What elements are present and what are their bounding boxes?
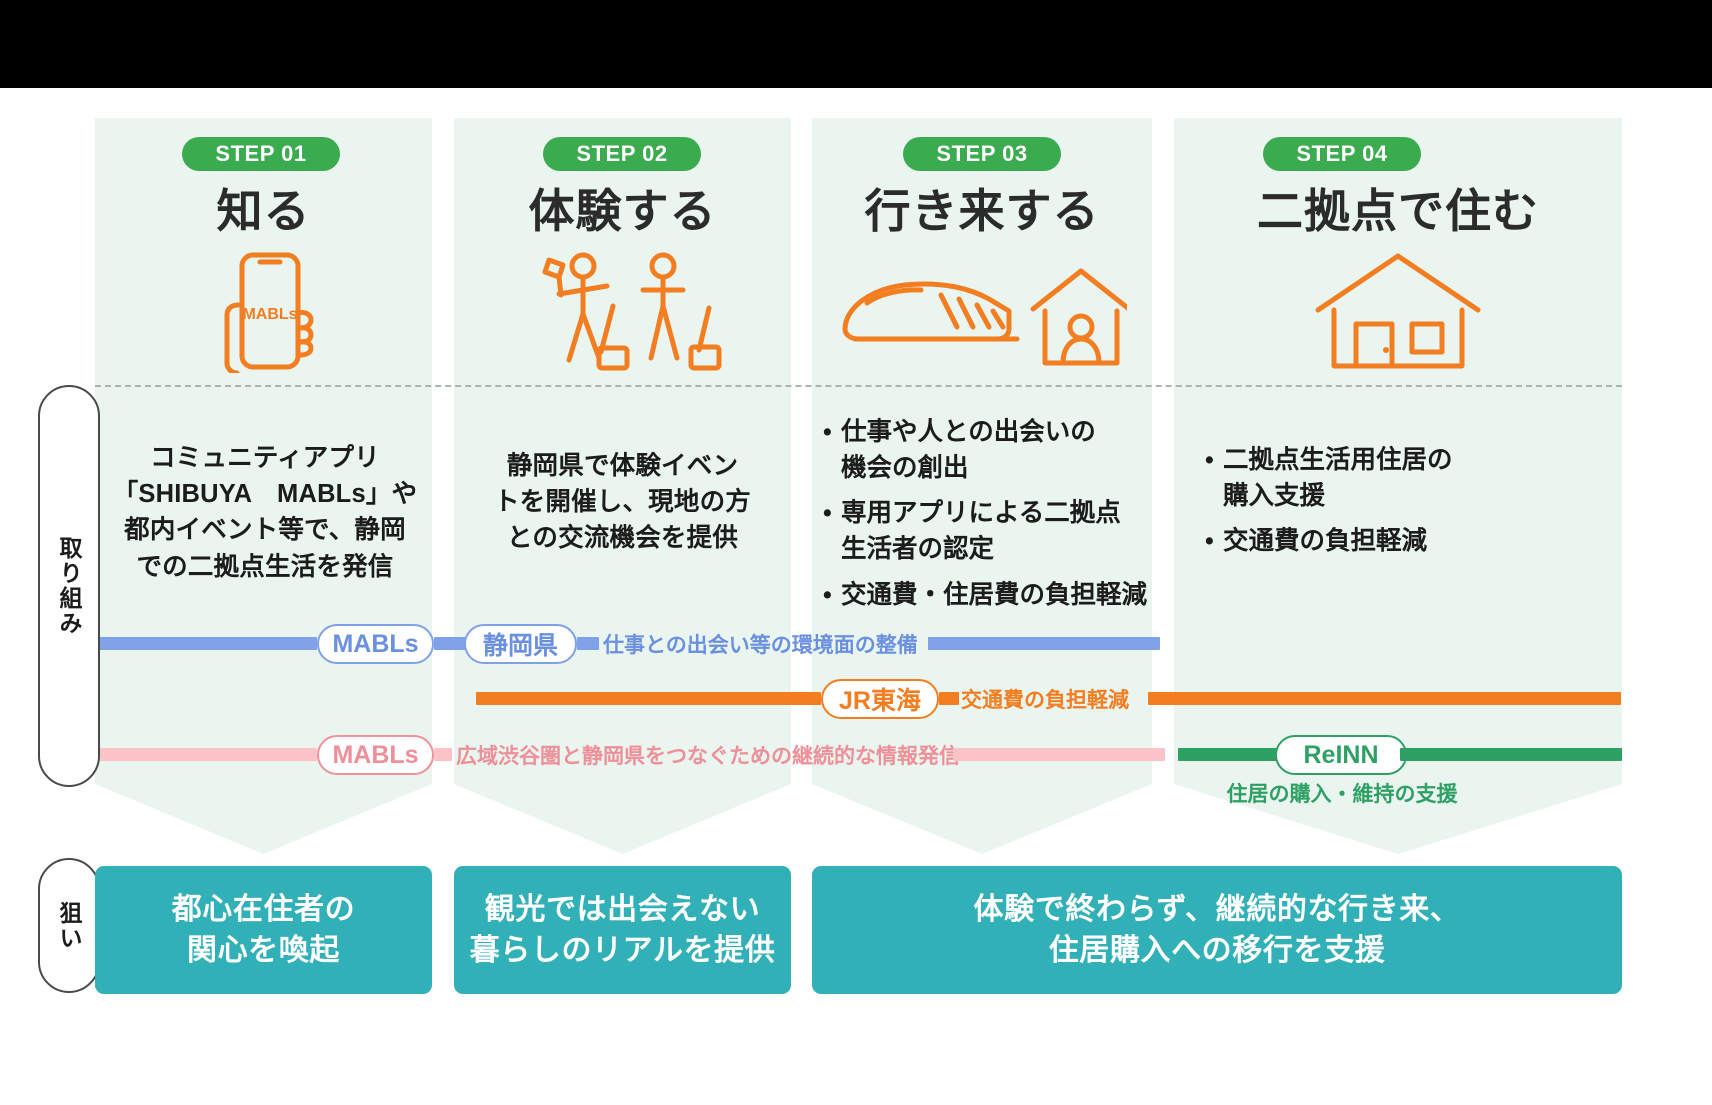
pink-chip-mabls: MABLs: [317, 735, 434, 775]
pink-bar-right: [953, 748, 1165, 761]
illustration-3: [812, 248, 1152, 373]
step-title-4: 二拠点で住む: [1257, 185, 1539, 237]
body-line: との交流機会を提供: [506, 524, 739, 553]
body-line: 静岡県で体験イベン: [506, 452, 739, 480]
body-line: コミュニティアプリ: [150, 444, 380, 472]
body-line: 都内イベント等で、静岡: [124, 516, 406, 545]
smartphone-in-hand-icon: MABLs: [224, 252, 313, 373]
house-icon: [1315, 253, 1481, 368]
goal-line: 体験で終わらず、継続的な行き来、: [973, 892, 1461, 926]
goal-line: 住居購入への移行を支援: [1048, 934, 1386, 967]
bullet-item: 交通費の負担軽減: [1205, 524, 1535, 560]
orange-bar-joint: [939, 692, 959, 705]
goal-box-3: 体験で終わらず、継続的な行き来、 住居購入への移行を支援: [812, 866, 1622, 994]
step-body-2: 静岡県で体験イベン トを開催し、現地の方 との交流機会を提供: [470, 448, 775, 557]
body-line: での二拠点生活を発信: [136, 552, 394, 581]
phone-screen-label: MABLs: [242, 306, 297, 323]
blue-chip-mabls: MABLs: [317, 624, 434, 664]
illustration-2: [454, 248, 791, 373]
blue-bar-label: 仕事との出会い等の環境面の整備: [603, 634, 918, 657]
shinkansen-and-house-icon: [842, 268, 1127, 365]
goal-line: 観光では出会えない: [484, 892, 761, 926]
step-column-1: [95, 118, 432, 784]
blue-chip-shizuoka: 静岡県: [464, 624, 577, 664]
step-title-2: 体験する: [528, 185, 717, 237]
pink-bar-left: [95, 748, 317, 761]
orange-bar-left: [476, 692, 821, 705]
blue-bar-left: [95, 637, 317, 650]
step-badge-3: STEP 03: [903, 137, 1061, 171]
blue-bar-right: [928, 637, 1160, 650]
goal-line: 関心を喚起: [186, 934, 340, 967]
step-badge-4: STEP 04: [1263, 137, 1421, 171]
goal-line: 暮らしのリアルを提供: [469, 934, 776, 967]
blue-bar-gap: [434, 637, 466, 650]
goal-line: 都心在住者の: [171, 892, 356, 926]
body-line: 「SHIBUYA MABLs」や: [112, 480, 418, 509]
side-label-aim: 狙い: [38, 858, 100, 993]
orange-bar-label: 交通費の負担軽減: [961, 689, 1129, 712]
step-title-1: 知る: [216, 185, 311, 237]
step-body-1: コミュニティアプリ 「SHIBUYA MABLs」や 都内イベント等で、静岡 で…: [110, 440, 420, 585]
illustration-1: MABLs: [95, 248, 432, 373]
side-label-initiatives: 取り組み: [38, 385, 100, 787]
step-badge-1: STEP 01: [182, 137, 340, 171]
step-column-2: [454, 118, 791, 784]
bullet-item: 交通費・住居費の負担軽減: [823, 578, 1153, 614]
blue-bar-joint: [577, 637, 599, 650]
two-travelers-with-luggage-icon: [542, 252, 721, 370]
goal-box-2: 観光では出会えない 暮らしのリアルを提供: [454, 866, 791, 994]
goal-box-1: 都心在住者の 関心を喚起: [95, 866, 432, 994]
step-badge-2: STEP 02: [543, 137, 701, 171]
orange-bar-right: [1148, 692, 1621, 705]
green-bar-label: 住居の購入・維持の支援: [1226, 783, 1458, 806]
green-bar-right: [1400, 748, 1622, 761]
section-divider: [95, 385, 1622, 387]
body-line: トを開催し、現地の方: [493, 488, 751, 517]
illustration-4: [1174, 248, 1622, 373]
step-title-3: 行き来する: [864, 185, 1100, 237]
side-label-aim-text: 狙い: [56, 900, 82, 951]
orange-chip-jr: JR東海: [821, 679, 939, 719]
green-chip-reinn: ReINN: [1275, 735, 1407, 775]
side-label-initiatives-text: 取り組み: [56, 536, 82, 636]
green-bar-left: [1178, 748, 1282, 761]
pink-bar-label: 広域渋谷圏と静岡県をつなぐための継続的な情報発信: [456, 745, 960, 768]
pink-bar-joint: [434, 748, 452, 761]
